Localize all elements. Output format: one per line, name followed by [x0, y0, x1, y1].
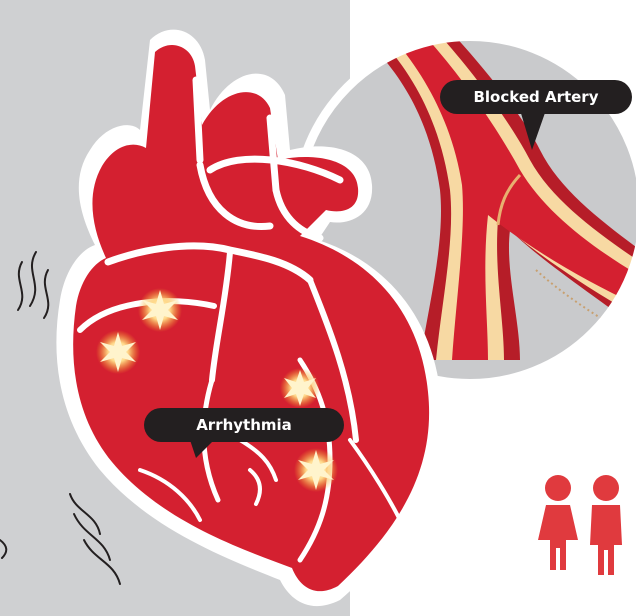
spark-icon [96, 330, 140, 374]
spark-icon [138, 288, 182, 332]
spark-icon [280, 368, 320, 408]
arrhythmia-label: Arrhythmia [144, 408, 344, 442]
spark-icon [294, 448, 338, 492]
blocked-artery-label: Blocked Artery [440, 80, 632, 114]
